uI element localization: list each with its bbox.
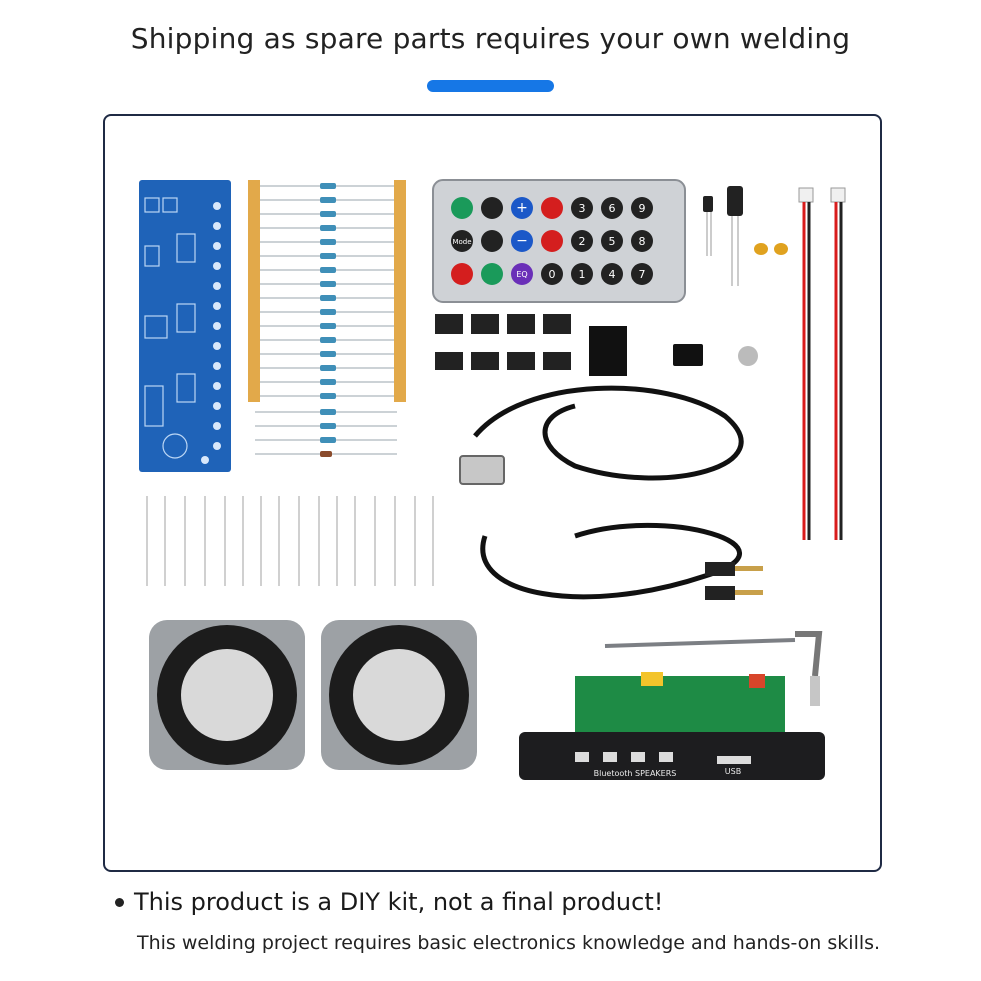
capacitors — [703, 186, 788, 286]
wires-red-black — [798, 187, 846, 540]
bullet-icon — [115, 897, 124, 907]
led-row — [146, 496, 434, 586]
audio-jack-socket — [589, 326, 627, 376]
svg-text:Mode: Mode — [452, 238, 471, 246]
bluetooth-board-label: Bluetooth SPEAKERS — [594, 769, 677, 778]
page-title: Shipping as spare parts requires your ow… — [130, 22, 851, 55]
svg-text:2: 2 — [579, 235, 586, 248]
bluetooth-mp3-board: Bluetooth SPEAKERS USB — [519, 672, 825, 780]
product-photo-frame: + 3 6 9 Mode − 2 5 8 EQ 0 1 4 7 — [103, 114, 882, 872]
svg-text:8: 8 — [639, 235, 646, 248]
svg-text:EQ: EQ — [516, 270, 527, 279]
svg-text:6: 6 — [609, 202, 616, 215]
kit-contents-photo: + 3 6 9 Mode − 2 5 8 EQ 0 1 4 7 — [139, 179, 846, 780]
svg-text:0: 0 — [549, 268, 556, 281]
svg-text:4: 4 — [609, 268, 616, 281]
rocker-switch — [673, 344, 703, 366]
speaker-left — [149, 620, 305, 770]
aux-cable — [480, 522, 763, 600]
skills-note: This welding project requires basic elec… — [137, 932, 881, 954]
disclaimer-text: This product is a DIY kit, not a final p… — [134, 888, 664, 916]
ic-sockets — [435, 314, 571, 370]
svg-text:7: 7 — [639, 268, 646, 281]
bluetooth-board-usb-label: USB — [725, 767, 741, 776]
svg-text:3: 3 — [579, 202, 586, 215]
blue-pcb — [139, 180, 231, 472]
antenna — [604, 631, 823, 706]
ir-remote: + 3 6 9 Mode − 2 5 8 EQ 0 1 4 7 — [432, 179, 686, 303]
speaker-right — [321, 620, 477, 770]
resistor-strip — [248, 180, 406, 457]
svg-text:−: − — [516, 233, 528, 249]
disclaimer-bullet: This product is a DIY kit, not a final p… — [115, 884, 663, 920]
svg-text:5: 5 — [609, 235, 616, 248]
usb-cable — [459, 385, 744, 485]
microphone — [738, 346, 758, 366]
svg-text:9: 9 — [639, 202, 646, 215]
remote-key-plus: + — [516, 200, 528, 216]
title-underline — [427, 80, 554, 92]
svg-text:1: 1 — [579, 268, 586, 281]
